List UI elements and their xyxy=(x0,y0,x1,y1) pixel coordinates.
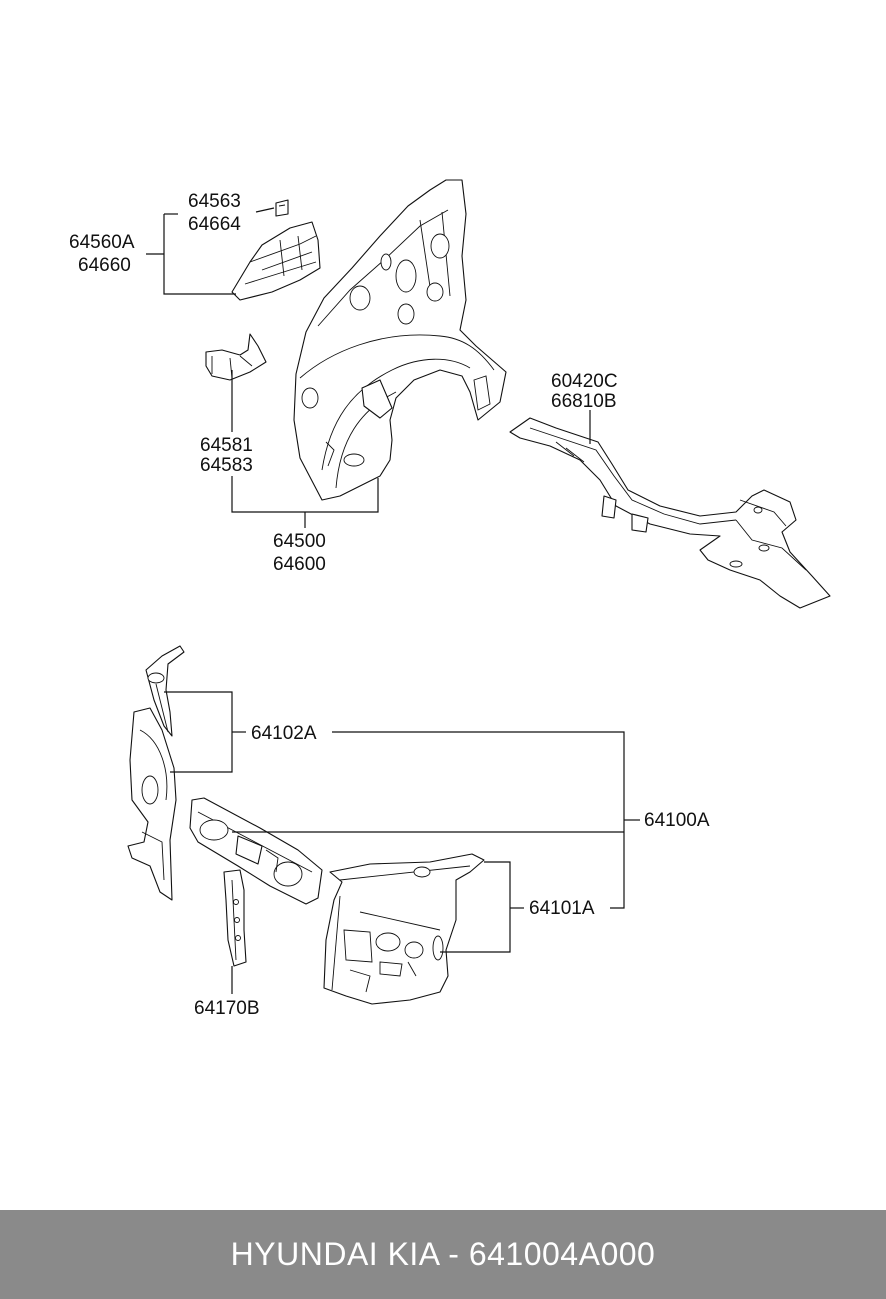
label-66810b: 66810B xyxy=(551,391,617,412)
label-64500: 64500 xyxy=(273,531,326,552)
label-64660: 64660 xyxy=(78,255,131,276)
parts-diagram: 64563 64664 64560A 64660 64581 64583 645… xyxy=(69,179,831,1019)
label-64170b: 64170B xyxy=(194,998,260,1019)
label-64581: 64581 xyxy=(200,435,253,456)
part-crossmember-60420c xyxy=(509,417,831,609)
label-64563: 64563 xyxy=(188,191,241,212)
label-64583: 64583 xyxy=(200,455,253,476)
footer-banner: HYUNDAI KIA - 641004A000 xyxy=(0,1210,886,1299)
label-64101a: 64101A xyxy=(529,898,595,919)
label-60420c: 60420C xyxy=(551,371,618,392)
part-bracket-64560a xyxy=(231,221,321,301)
part-clip-64563 xyxy=(275,199,289,217)
part-lower-panel-64101a xyxy=(323,853,485,1005)
label-64560a: 64560A xyxy=(69,232,135,253)
label-64102a: 64102A xyxy=(251,723,317,744)
label-64100a: 64100A xyxy=(644,810,710,831)
part-stay-64170b xyxy=(223,869,247,967)
leader-lines xyxy=(146,207,640,994)
part-bracket-64581 xyxy=(205,333,267,381)
footer-title: HYUNDAI KIA - 641004A000 xyxy=(230,1236,656,1272)
part-member-64102a xyxy=(127,645,185,901)
label-64664: 64664 xyxy=(188,214,241,235)
label-64600: 64600 xyxy=(273,554,326,575)
part-fender-apron-64500 xyxy=(293,179,507,501)
part-upper-panel-64100a xyxy=(189,797,323,905)
